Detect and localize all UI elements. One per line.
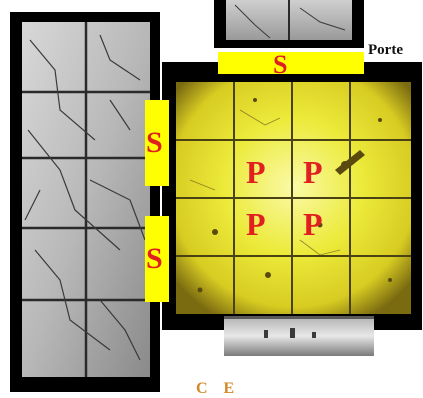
plate-label-top-left: P xyxy=(246,156,266,188)
plate-label-top-right: P xyxy=(303,156,323,188)
bottom-connector xyxy=(224,316,374,356)
strip-label-left-upper: S xyxy=(146,128,163,158)
door-label: Porte xyxy=(368,42,403,59)
strip-marker-top xyxy=(218,52,364,74)
plate-label-bottom-left: P xyxy=(246,208,266,240)
strip-label-top: S xyxy=(273,52,287,78)
left-tile-panel xyxy=(10,12,160,392)
top-tile-panel xyxy=(214,0,364,48)
plate-label-bottom-right: P xyxy=(303,208,323,240)
strip-label-left-lower: S xyxy=(146,244,163,274)
center-tile-panel xyxy=(162,62,422,330)
bottom-caption: C E xyxy=(196,380,240,398)
